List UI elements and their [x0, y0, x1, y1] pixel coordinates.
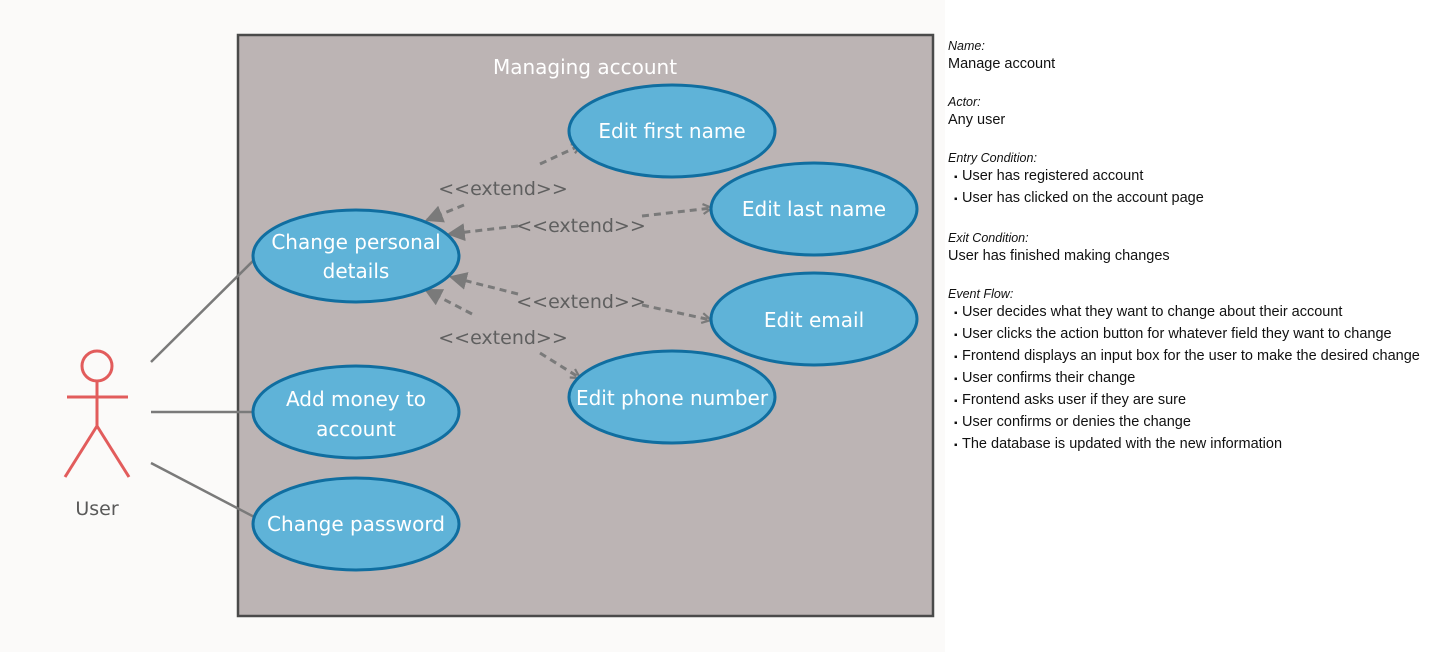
list-item: ▪ User has registered account	[948, 166, 1443, 188]
list-item-text: User clicks the action button for whatev…	[962, 326, 1392, 342]
extend-label: <<extend>>	[516, 215, 646, 237]
bullet-icon: ▪	[954, 330, 958, 341]
spec-heading: Name:	[948, 39, 985, 53]
list-item: ▪ User decides what they want to change a…	[948, 302, 1443, 324]
list-item: ▪ Frontend asks user if they are sure	[948, 390, 1443, 412]
list-item-text: User confirms or denies the change	[962, 414, 1191, 430]
bullet-icon: ▪	[954, 194, 958, 205]
extend-relationship-phone-number: <<extend>>	[424, 288, 580, 380]
actor-stick-figure-icon	[63, 349, 131, 478]
bullet-icon: ▪	[954, 396, 958, 407]
list-item-text: The database is updated with the new inf…	[962, 436, 1283, 452]
use-case-label: Edit last name	[742, 197, 886, 221]
bullet-icon: ▪	[954, 418, 958, 429]
list-item-text: User has clicked on the account page	[962, 190, 1204, 206]
use-case-label: Change personal	[271, 230, 440, 254]
extend-label: <<extend>>	[438, 327, 568, 349]
list-item: ▪ The database is updated with the new in…	[948, 434, 1443, 456]
use-case-label: details	[323, 259, 390, 283]
use-case-label: Edit email	[764, 308, 864, 332]
spec-event-flow-section: Event Flow: ▪ User decides what they want…	[948, 286, 1443, 456]
use-case-label: Edit phone number	[576, 386, 769, 410]
spec-heading: Exit Condition:	[948, 231, 1029, 245]
use-case-edit-phone-number[interactable]: Edit phone number	[567, 349, 777, 445]
list-item-text: User confirms their change	[962, 370, 1136, 386]
spec-value: Any user	[948, 112, 1006, 128]
extend-relationship-first-name: <<extend>>	[424, 145, 581, 223]
use-case-edit-first-name[interactable]: Edit first name	[567, 83, 777, 179]
bullet-icon: ▪	[954, 308, 958, 319]
list-item: ▪ User clicks the action button for whate…	[948, 324, 1443, 346]
event-flow-list: ▪ User decides what they want to change a…	[948, 302, 1443, 456]
use-case-specification: Name: Manage account Actor: Any user Ent…	[948, 38, 1443, 476]
association-line-change-personal-details	[150, 251, 263, 363]
spec-name-section: Name: Manage account	[948, 38, 1443, 74]
list-item-text: User has registered account	[962, 168, 1144, 184]
system-title: Managing account	[493, 55, 677, 79]
use-case-label: Edit first name	[598, 119, 745, 143]
use-case-edit-last-name[interactable]: Edit last name	[709, 161, 919, 257]
extend-relationship-last-name: <<extend>>	[446, 208, 712, 242]
use-case-label: Add money to	[286, 387, 426, 411]
use-case-edit-email[interactable]: Edit email	[709, 271, 919, 367]
entry-condition-list: ▪ User has registered account ▪ User has c…	[948, 166, 1443, 210]
extend-relationship-email: <<extend>>	[448, 272, 711, 320]
extend-label: <<extend>>	[438, 178, 568, 200]
spec-heading: Entry Condition:	[948, 151, 1037, 165]
extend-label: <<extend>>	[516, 291, 646, 313]
use-case-add-money[interactable]: Add money to account	[251, 364, 461, 460]
list-item-text: Frontend displays an input box for the u…	[962, 348, 1420, 364]
bullet-icon: ▪	[954, 172, 958, 183]
bullet-icon: ▪	[954, 352, 958, 363]
use-case-diagram: Managing account <<extend>> <<extend>> <…	[63, 33, 935, 618]
use-case-label: Change password	[267, 512, 445, 536]
list-item: ▪ Frontend displays an input box for the …	[948, 346, 1443, 368]
spec-value: Manage account	[948, 56, 1056, 72]
spec-value: User has finished making changes	[948, 248, 1170, 264]
bullet-icon: ▪	[954, 374, 958, 385]
spec-heading: Actor:	[948, 95, 981, 109]
use-case-change-password[interactable]: Change password	[251, 476, 461, 572]
list-item: ▪ User has clicked on the account page	[948, 188, 1443, 210]
spec-heading: Event Flow:	[948, 287, 1014, 301]
use-case-label: account	[316, 417, 396, 441]
spec-exit-condition-section: Exit Condition: User has finished making…	[948, 230, 1443, 266]
bullet-icon: ▪	[954, 440, 958, 451]
list-item-text: User decides what they want to change ab…	[962, 304, 1343, 320]
list-item: ▪ User confirms their change	[948, 368, 1443, 390]
list-item: ▪ User confirms or denies the change	[948, 412, 1443, 434]
list-item-text: Frontend asks user if they are sure	[962, 392, 1187, 408]
use-case-change-personal-details[interactable]: Change personal details	[251, 208, 461, 304]
spec-entry-condition-section: Entry Condition: ▪ User has registered ac…	[948, 150, 1443, 210]
association-line-change-password	[150, 461, 261, 522]
spec-actor-section: Actor: Any user	[948, 94, 1443, 130]
actor-label: User	[75, 498, 118, 520]
